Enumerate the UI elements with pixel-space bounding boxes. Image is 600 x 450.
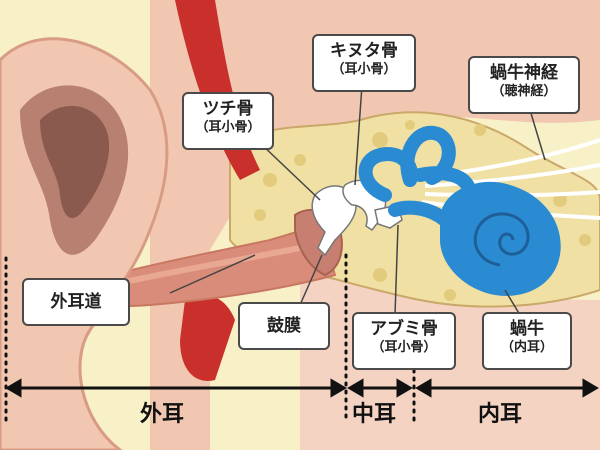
malleus-shape: [311, 185, 357, 257]
label-eardrum-text: 鼓膜: [267, 316, 301, 336]
label-ear-canal-text: 外耳道: [50, 292, 102, 312]
label-stapes: アブミ骨 （耳小骨）: [352, 312, 456, 370]
label-malleus-text: ツチ骨: [202, 99, 254, 119]
label-cochlear-nerve-text: 蝸牛神経: [490, 63, 558, 83]
label-eardrum: 鼓膜: [238, 302, 330, 350]
label-cochlea-sub: （内耳）: [500, 340, 553, 356]
label-cochlea: 蝸牛 （内耳）: [482, 312, 572, 370]
region-outer-ear: 外耳: [140, 402, 185, 427]
inner-ear-arrow-left: [415, 378, 432, 398]
label-incus-text: キヌタ骨: [330, 41, 398, 61]
region-arrows: [5, 378, 599, 398]
region-inner-ear: 内耳: [478, 402, 523, 427]
label-stapes-sub: （耳小骨）: [371, 340, 437, 356]
middle-ear-arrow-left: [347, 378, 364, 398]
leader-lines: [169, 84, 546, 316]
outer-ear-arrow-left: [5, 378, 22, 398]
region-middle-ear: 中耳: [352, 402, 397, 427]
muscle-lower: [180, 295, 235, 381]
label-cochlear-nerve: 蝸牛神経 （聴神経）: [468, 56, 580, 114]
vestibule: [388, 200, 452, 227]
label-incus-sub: （耳小骨）: [331, 62, 397, 78]
concha-inner: [40, 105, 110, 219]
inner-ear-arrow-right: [582, 378, 599, 398]
label-incus: キヌタ骨 （耳小骨）: [312, 34, 416, 92]
label-cochlear-nerve-sub: （聴神経）: [491, 84, 557, 100]
label-cochlea-text: 蝸牛: [510, 319, 544, 339]
middle-ear-arrow-right: [396, 378, 413, 398]
region-dividers: [4, 253, 416, 422]
outer-ear-arrow-right: [330, 378, 347, 398]
label-stapes-text: アブミ骨: [370, 319, 438, 339]
cochlea-spiral: [473, 212, 530, 267]
label-ear-canal: 外耳道: [22, 278, 130, 326]
label-malleus: ツチ骨 （耳小骨）: [182, 92, 274, 150]
label-malleus-sub: （耳小骨）: [195, 120, 261, 136]
